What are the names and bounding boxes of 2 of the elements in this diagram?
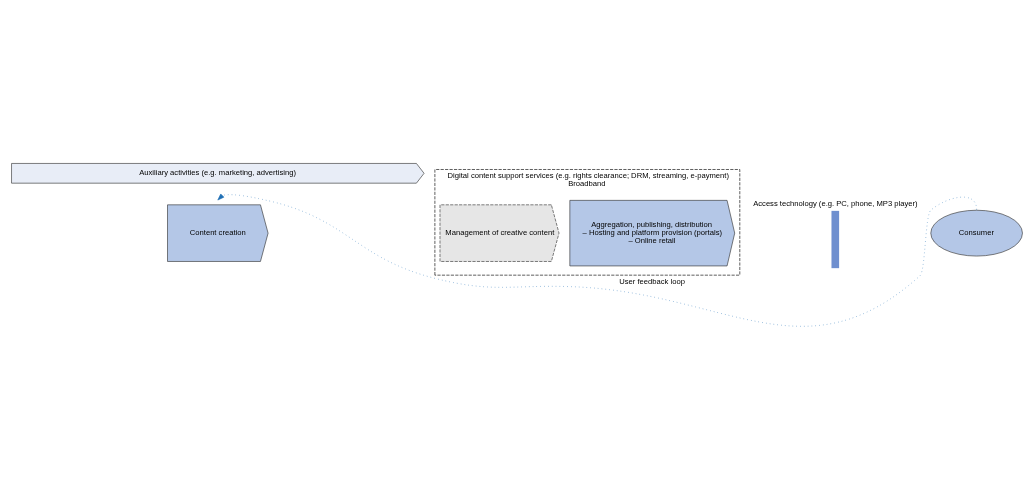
arrow — [217, 193, 977, 327]
node-box — [831, 210, 839, 269]
